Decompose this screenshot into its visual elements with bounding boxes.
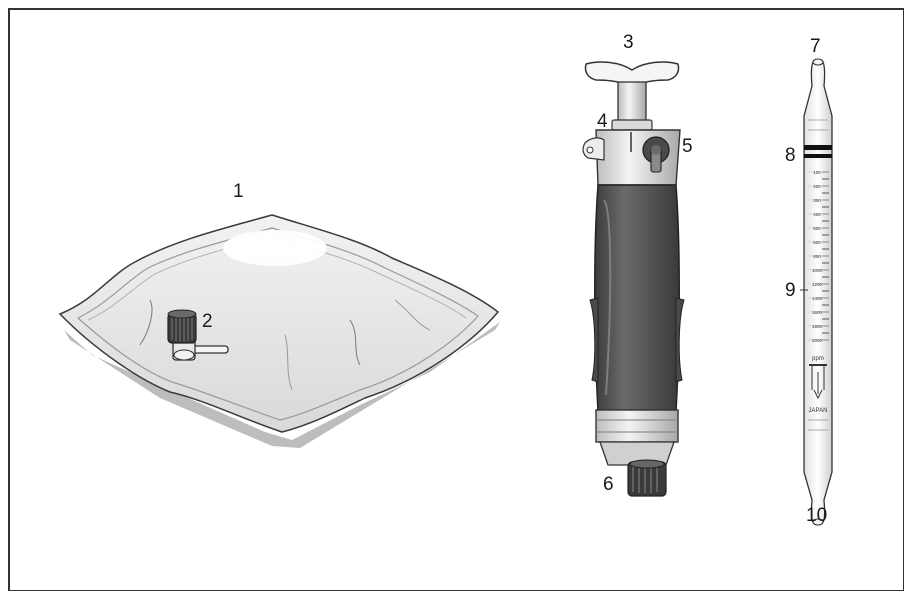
label-9: 9 [785, 280, 796, 301]
tube-scale-value: 600 [813, 240, 821, 245]
tube-scale-value: 1600 [812, 310, 823, 315]
tube-scale-value: 400 [813, 212, 821, 217]
tube-band [804, 145, 832, 150]
gas-detector-pump [582, 61, 685, 497]
label-7: 7 [810, 36, 821, 57]
sampling-bag [58, 214, 500, 448]
label-10: 10 [806, 505, 828, 526]
label-6: 6 [603, 474, 614, 495]
tube-scale-value: 200 [813, 184, 821, 189]
label-5: 5 [682, 136, 693, 157]
tube-scale-value: 1200 [812, 282, 823, 287]
tube-scale-value: 2000 [812, 338, 823, 343]
tube-scale-labels: 100 200 300 400 500 600 800 1000 1200 1400 1600 180… [812, 170, 823, 343]
tube-scale-value: 500 [813, 226, 821, 231]
tube-scale-value: 800 [813, 254, 821, 259]
tube-scale-value: 300 [813, 198, 821, 203]
frame-border [8, 8, 904, 591]
label-8: 8 [785, 145, 796, 166]
tube-graduations [808, 171, 829, 341]
label-4: 4 [597, 111, 608, 132]
tube-maker-label: JAPAN [809, 408, 828, 414]
tube-unit-label: ppm [812, 356, 824, 362]
label-3: 3 [623, 32, 634, 53]
tube-scale-value: 1800 [812, 324, 823, 329]
detector-tube: 100 200 300 400 500 600 800 1000 1200 1400 1600 180… [803, 58, 833, 526]
tube-scale-value: 100 [813, 170, 821, 175]
bag-valve [167, 309, 229, 361]
tube-scale-value: 1400 [812, 296, 823, 301]
label-2: 2 [202, 311, 213, 332]
tube-scale-value: 1000 [812, 268, 823, 273]
label-1: 1 [233, 181, 244, 202]
